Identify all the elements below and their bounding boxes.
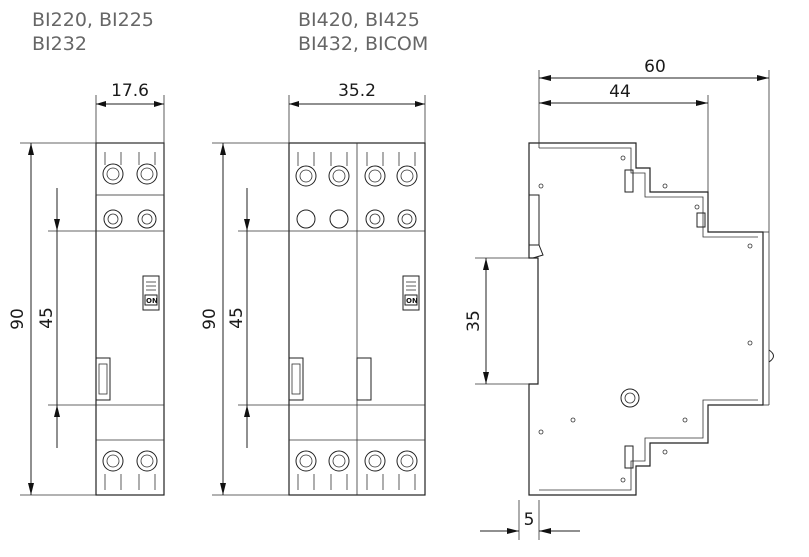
mid-width-label: 35.2: [338, 81, 376, 101]
mid-module-front-view: ON: [288, 142, 426, 496]
left-module-front-view: ON: [95, 142, 165, 496]
left-switch: ON: [142, 275, 160, 311]
side-top-slot: [624, 169, 634, 193]
left-top-terminals: [102, 152, 158, 229]
side-pivot-inner: [624, 392, 636, 404]
side-offset-label: 5: [524, 510, 535, 530]
mid-switch-tag: ON: [406, 297, 418, 305]
left-model-title-line2: BI232: [32, 33, 87, 55]
mid-top-terminals: [295, 152, 418, 229]
left-module-body: [95, 142, 165, 496]
side-depth-label: 44: [609, 82, 631, 102]
left-latch: [95, 357, 111, 401]
side-rail-label: 35: [464, 310, 484, 332]
mid-model-title-line1: BI420, BI425: [298, 9, 420, 31]
left-bottom-terminals: [102, 450, 158, 490]
side-mid-slot: [696, 212, 706, 228]
mid-switch: ON: [402, 275, 420, 311]
mid-model-title-line2: BI432, BICOM: [298, 33, 429, 55]
side-bottom-slot: [624, 445, 634, 469]
side-pivot-outer: [620, 388, 640, 408]
mid-dimension-lines: 35.2 90 45: [200, 81, 426, 496]
left-width-label: 17.6: [111, 81, 149, 101]
mid-height-label: 90: [200, 308, 220, 330]
mid-bottom-terminals: [295, 450, 418, 490]
left-model-title-line1: BI220, BI225: [32, 9, 154, 31]
side-rivets: [538, 155, 753, 483]
left-model-title: BI220, BI225 BI232: [32, 8, 154, 56]
side-total-label: 60: [644, 57, 666, 77]
left-height-label: 90: [8, 308, 28, 330]
mid-model-title: BI420, BI425 BI432, BICOM: [298, 8, 428, 56]
left-switch-tag: ON: [146, 297, 158, 305]
side-body-outline: [528, 142, 764, 496]
side-dimension-lines: 60 44 35 5: [464, 57, 770, 540]
side-view-profile: [528, 142, 774, 496]
mid-inner-label: 45: [227, 307, 247, 329]
left-inner-label: 45: [37, 307, 57, 329]
mid-latches: [288, 357, 372, 401]
left-dimension-lines: 17.6 90 45: [8, 81, 165, 496]
